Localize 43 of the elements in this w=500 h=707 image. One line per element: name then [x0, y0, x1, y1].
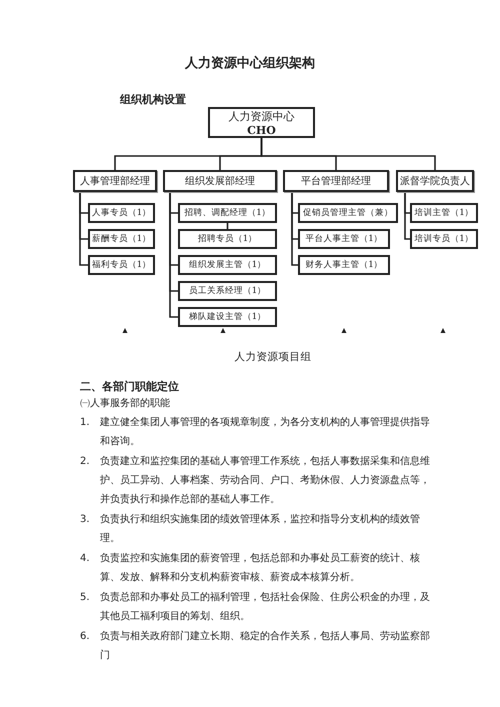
list-text: 建立健全集团人事管理的各项规章制度，为各分支机构的人事管理提供指导和咨询。 — [100, 416, 431, 449]
page-title: 人力资源中心组织架构 — [184, 54, 316, 72]
section-heading: 二、各部门职能定位 — [80, 379, 179, 394]
position-box: 财务人事主管（1） — [298, 255, 390, 275]
position-box: 平台人事主管（1） — [298, 229, 390, 249]
subsection-heading: ㈠人事服务部的职能 — [80, 396, 170, 410]
list-number: 4. — [80, 552, 90, 566]
group-caption: 人力资源项目组 — [234, 350, 312, 364]
connector-line — [169, 192, 178, 318]
position-box: 平台管理部经理 — [283, 170, 389, 192]
position-box: 组织发展部经理 — [163, 170, 277, 192]
connector-line — [79, 192, 88, 266]
org-box — [208, 107, 315, 138]
connector-line — [291, 192, 298, 266]
position-box: 梯队建设主管（1） — [178, 307, 277, 327]
list-number: 3. — [80, 513, 90, 527]
position-box: 福利专员（1） — [88, 255, 155, 275]
position-box: 人事管理部经理 — [73, 170, 157, 192]
box-title: 人力资源中心 — [228, 108, 294, 124]
list-text: 负责执行和组织实施集团的绩效管理体系，监控和指导分支机构的绩效管理。 — [100, 512, 421, 546]
position-box: 招聘专员（1） — [178, 229, 277, 249]
connector-line — [260, 138, 436, 170]
position-box: 组织发展主管（1） — [178, 255, 277, 275]
position-box: 培训主管（1） — [410, 203, 478, 223]
list-number: 5. — [80, 591, 90, 605]
list-number: 6. — [80, 630, 90, 644]
box-subtitle: CHO — [247, 124, 276, 136]
list-text: 负责与相关政府部门建立长期、稳定的合作关系，包括人事局、劳动监察部门 — [100, 630, 431, 663]
position-box: 招聘、调配经理（1） — [178, 203, 277, 223]
list-number: 2. — [80, 455, 90, 469]
connector-line — [226, 223, 228, 229]
list-number: 1. — [80, 416, 90, 430]
section-heading: 组织机构设置 — [120, 92, 186, 107]
position-box: 人事专员（1） — [88, 203, 155, 223]
position-box: 薪酬专员（1） — [88, 229, 155, 249]
position-box: 派督学院负责人 — [396, 170, 474, 192]
list-text: 负责总部和办事处员工的福利管理，包括社会保险、住房公积金的办理，及其他员工福利项目的筹划、组织。 — [100, 590, 431, 624]
position-box: 培训专员（1） — [410, 229, 478, 249]
connector-line — [404, 192, 410, 240]
position-box: 促销员管理主管（兼） — [298, 203, 398, 223]
position-box: 员工关系经理（1） — [178, 281, 277, 301]
list-text: 负责建立和监控集团的基础人事管理工作系统，包括人事数据采集和信息维护、员工异动、人事档案、劳动合同、户口、考勤休假、人力资源盘点等，并负责执行和操作总部的基础人事工作。 — [100, 454, 431, 507]
list-text: 负责监控和实施集团的薪资管理，包括总部和办事处员工薪资的统计、核算、发放、解释和分支机构薪资审核、薪资成本核算分析。 — [100, 552, 421, 585]
